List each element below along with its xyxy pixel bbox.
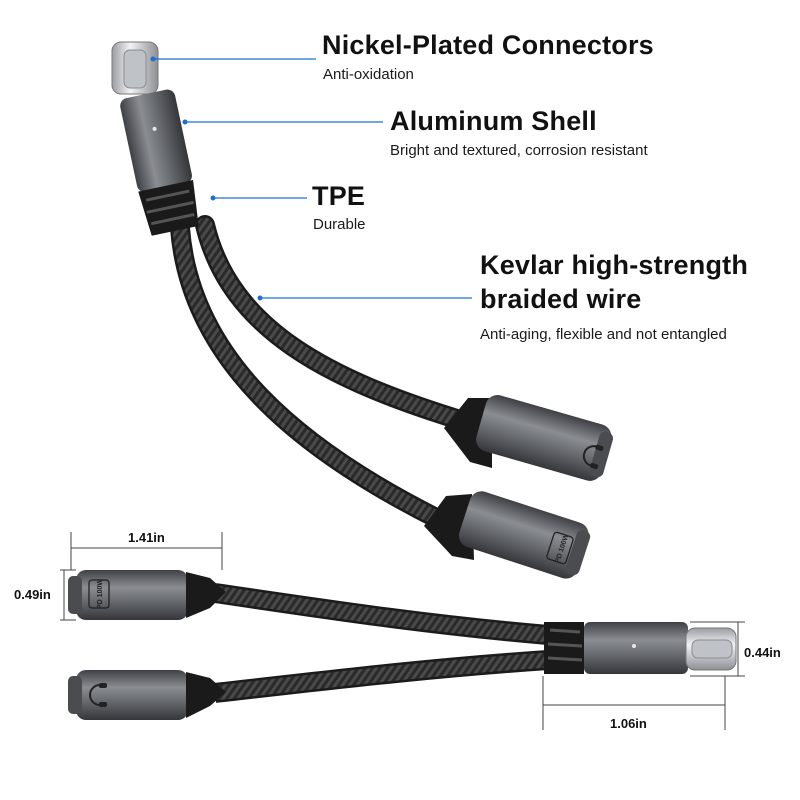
usb-c-plug — [111, 41, 159, 95]
aluminum-shell — [120, 89, 192, 193]
female-socket-pd: PD 100W — [424, 491, 591, 579]
female-socket-audio-horizontal — [68, 670, 226, 720]
headphone-icon — [582, 444, 604, 470]
dimension-female-length: 1.41in — [128, 530, 165, 545]
horizontal-cable-assembly: PD 100W — [68, 570, 737, 720]
callout-title-kevlar-line2: braided wire — [480, 284, 642, 314]
callout-title-connectors: Nickel-Plated Connectors — [322, 30, 654, 60]
female-socket-audio — [444, 394, 614, 481]
led-indicator — [152, 126, 157, 131]
usb-c-plug-horizontal — [544, 622, 737, 674]
pd-label-horizontal: PD 100W — [97, 579, 104, 609]
dimension-male-height: 0.44in — [744, 645, 781, 660]
dimension-female-height: 0.49in — [14, 587, 51, 602]
callout-subtitle-tpe: Durable — [313, 216, 366, 233]
female-socket-pd-horizontal: PD 100W — [68, 570, 226, 620]
led-indicator — [632, 644, 636, 648]
callout-title-tpe: TPE — [312, 181, 366, 211]
callout-subtitle-kevlar: Anti-aging, flexible and not entangled — [480, 326, 727, 343]
dimension-lines — [60, 532, 745, 730]
leader-lines — [150, 56, 472, 301]
headphone-icon — [89, 683, 107, 707]
callout-subtitle-connectors: Anti-oxidation — [323, 66, 414, 83]
callout-title-shell: Aluminum Shell — [390, 106, 597, 136]
callout-title-kevlar-line1: Kevlar high-strength — [480, 250, 749, 280]
dimension-male-length: 1.06in — [610, 716, 647, 731]
vertical-cable-assembly: PD 100W — [111, 41, 614, 579]
callout-subtitle-shell: Bright and textured, corrosion resistant — [390, 142, 648, 159]
